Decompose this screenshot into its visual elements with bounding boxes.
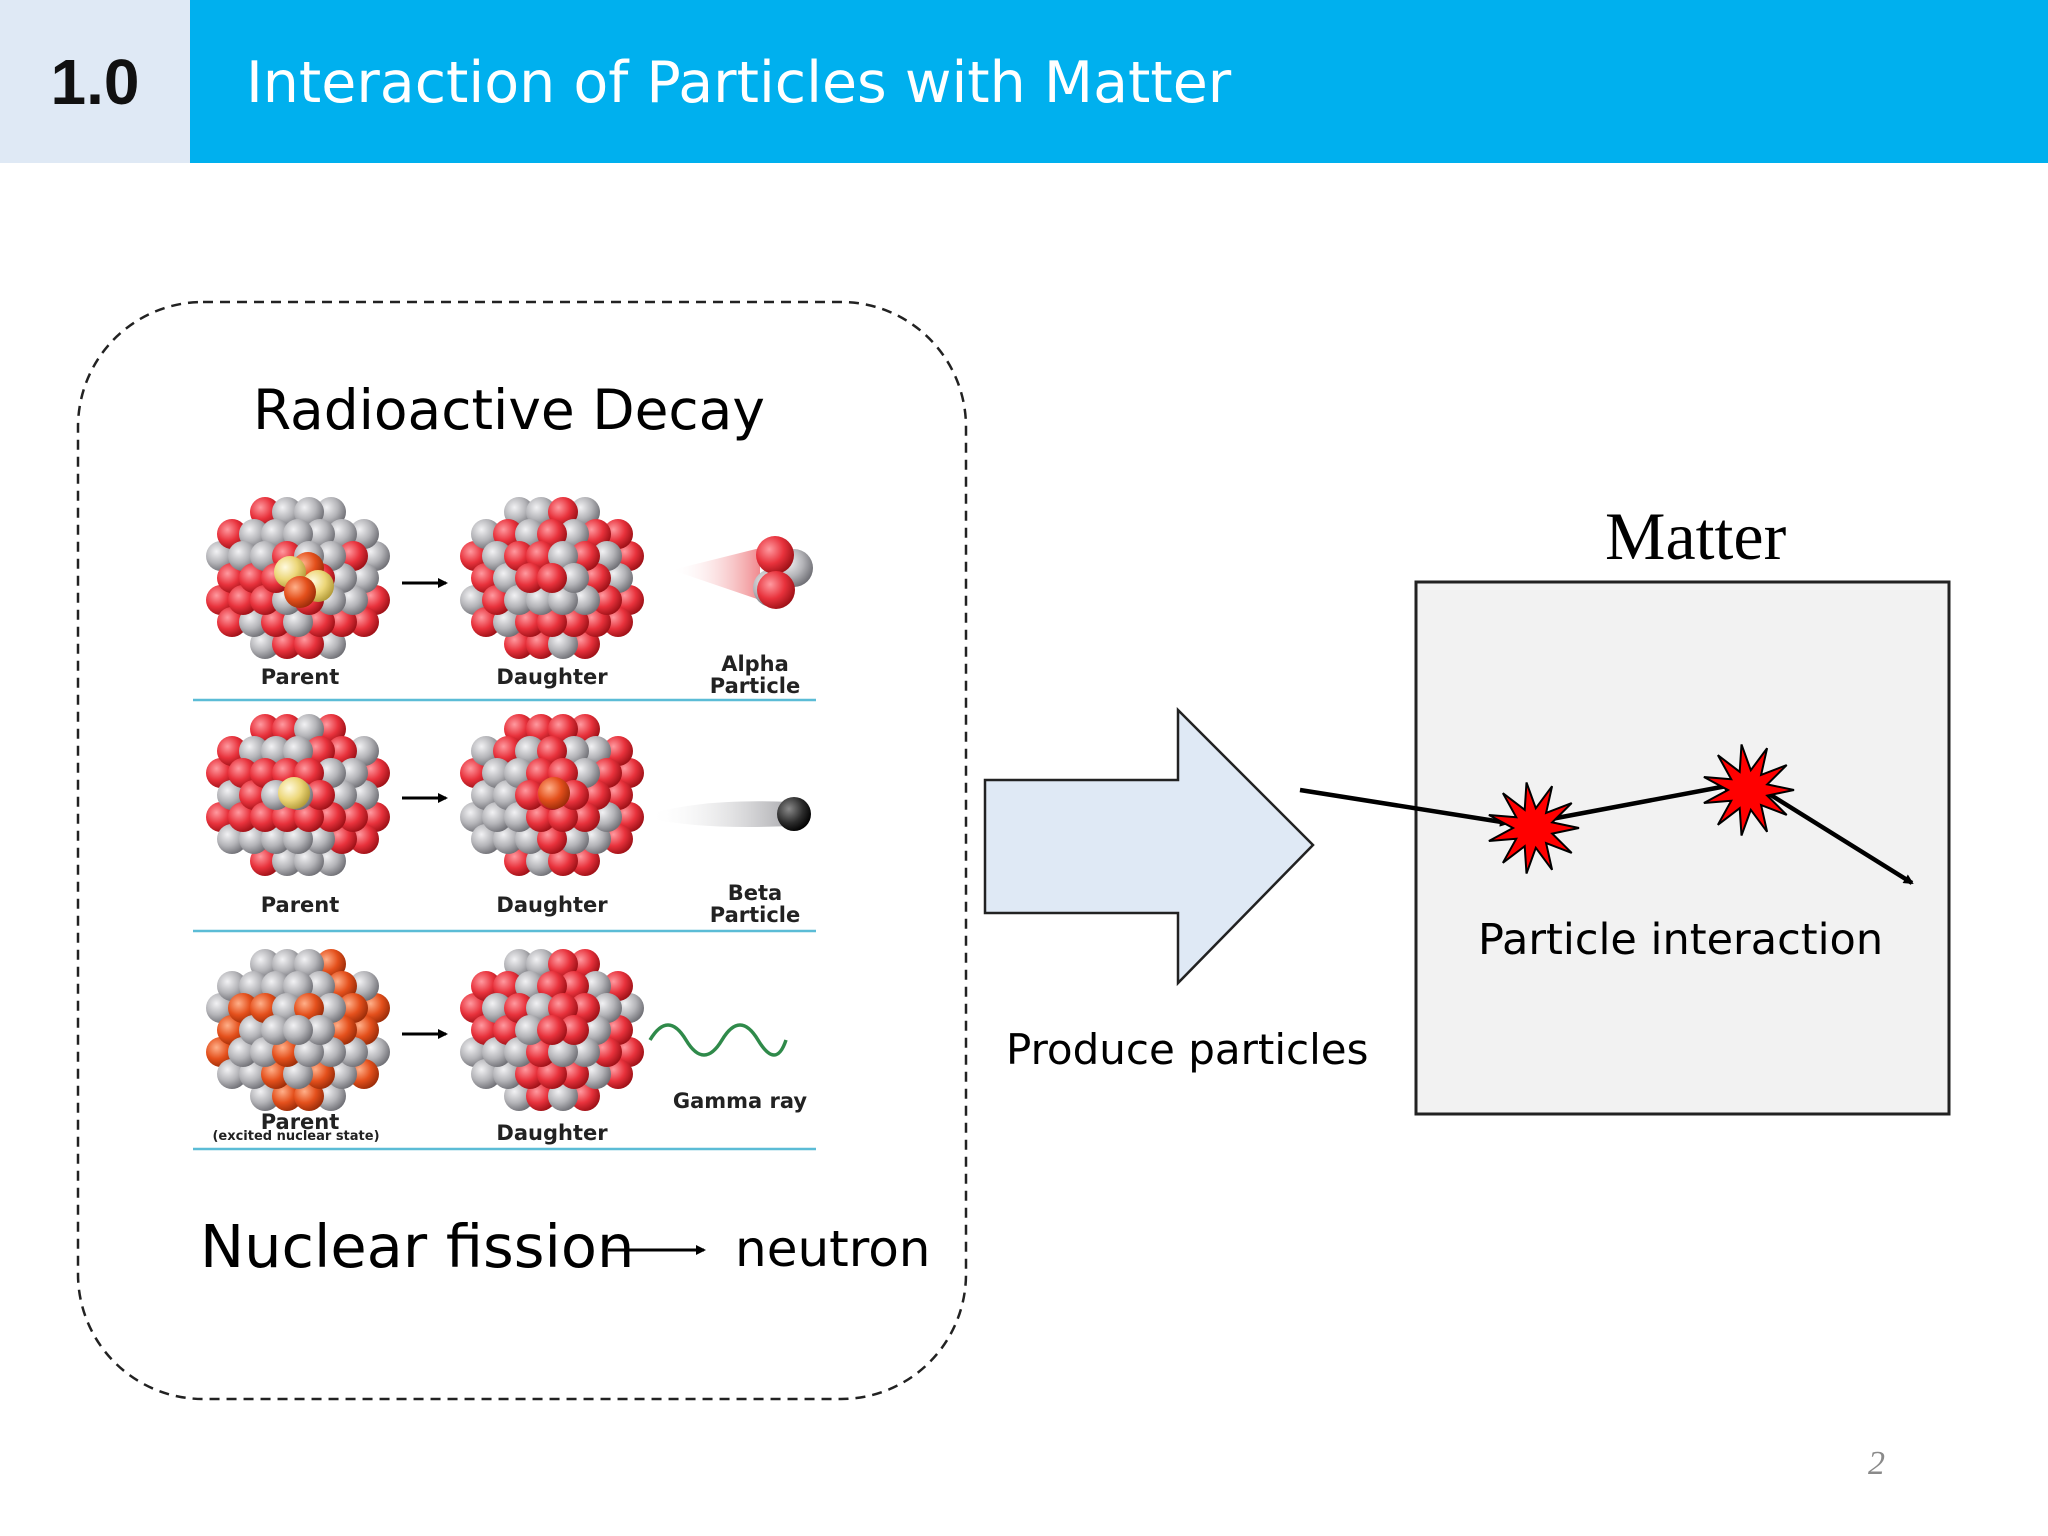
nucleon — [515, 1015, 545, 1045]
slide-title: Interaction of Particles with Matter — [246, 50, 1232, 116]
nucleon — [261, 1015, 291, 1045]
particle-interaction-label: Particle interaction — [1478, 915, 1884, 965]
parent-label-2: Parent — [260, 893, 340, 917]
produce-particles-label: Produce particles — [1006, 1025, 1369, 1074]
header-bar — [190, 0, 2048, 163]
particle-track-incoming — [1299, 787, 1510, 827]
beta-label-line1: Beta — [727, 881, 783, 905]
nucleon — [305, 1015, 335, 1045]
nuclear-fission-label: Nuclear fission — [200, 1212, 635, 1281]
section-number: 1.0 — [0, 0, 190, 163]
highlight-nucleon — [538, 777, 570, 809]
radioactive-decay-title: Radioactive Decay — [253, 378, 765, 442]
daughter-label-3: Daughter — [496, 1121, 608, 1145]
nucleon — [283, 1015, 313, 1045]
beta-label-line2: Particle — [709, 903, 801, 927]
nucleon — [537, 1015, 567, 1045]
daughter-label-1: Daughter — [496, 665, 608, 689]
gamma-label: Gamma ray — [672, 1089, 808, 1113]
nucleon — [305, 780, 335, 810]
parent-nucleus-2 — [206, 714, 390, 876]
daughter-label-2: Daughter — [496, 893, 608, 917]
matter-box — [1414, 580, 1951, 1116]
interaction-burst-2 — [1703, 744, 1795, 836]
alpha-label: Alpha Particle — [690, 653, 820, 697]
daughter-nucleus-1 — [460, 497, 644, 659]
highlight-nucleon — [284, 576, 316, 608]
parent-label-1: Parent — [260, 665, 340, 689]
interaction-burst-1 — [1488, 782, 1580, 874]
parent-note-label: (excited nuclear state) — [212, 1129, 380, 1144]
gamma-ray-wave — [648, 1023, 788, 1057]
particle-track-outgoing — [1756, 785, 1914, 885]
parent-nucleus-3 — [206, 949, 390, 1111]
alpha-label-line1: Alpha — [721, 652, 789, 676]
nucleon — [537, 563, 567, 593]
burst-shape — [1703, 744, 1795, 836]
page-number: 2 — [1868, 1445, 1885, 1482]
parent-nucleus-1 — [206, 497, 390, 659]
burst-shape — [1488, 782, 1580, 874]
decay-group-box — [76, 300, 968, 1401]
neutron-label: neutron — [735, 1220, 931, 1278]
particle-track-middle — [1529, 781, 1734, 826]
nucleon — [559, 563, 589, 593]
nucleon — [515, 780, 545, 810]
highlight-nucleon — [278, 777, 310, 809]
nucleon — [515, 563, 545, 593]
alpha-particle-icon — [672, 536, 813, 609]
beta-label: Beta Particle — [690, 882, 820, 926]
beta-particle-icon — [648, 797, 811, 831]
alpha-label-line2: Particle — [709, 674, 801, 698]
daughter-nucleus-3 — [460, 949, 644, 1111]
produce-arrow-shape — [983, 706, 1315, 987]
matter-title: Matter — [1605, 498, 1787, 574]
nucleon — [559, 1015, 589, 1045]
parent-label-3: Parent — [260, 1110, 340, 1134]
daughter-nucleus-2 — [460, 714, 644, 876]
